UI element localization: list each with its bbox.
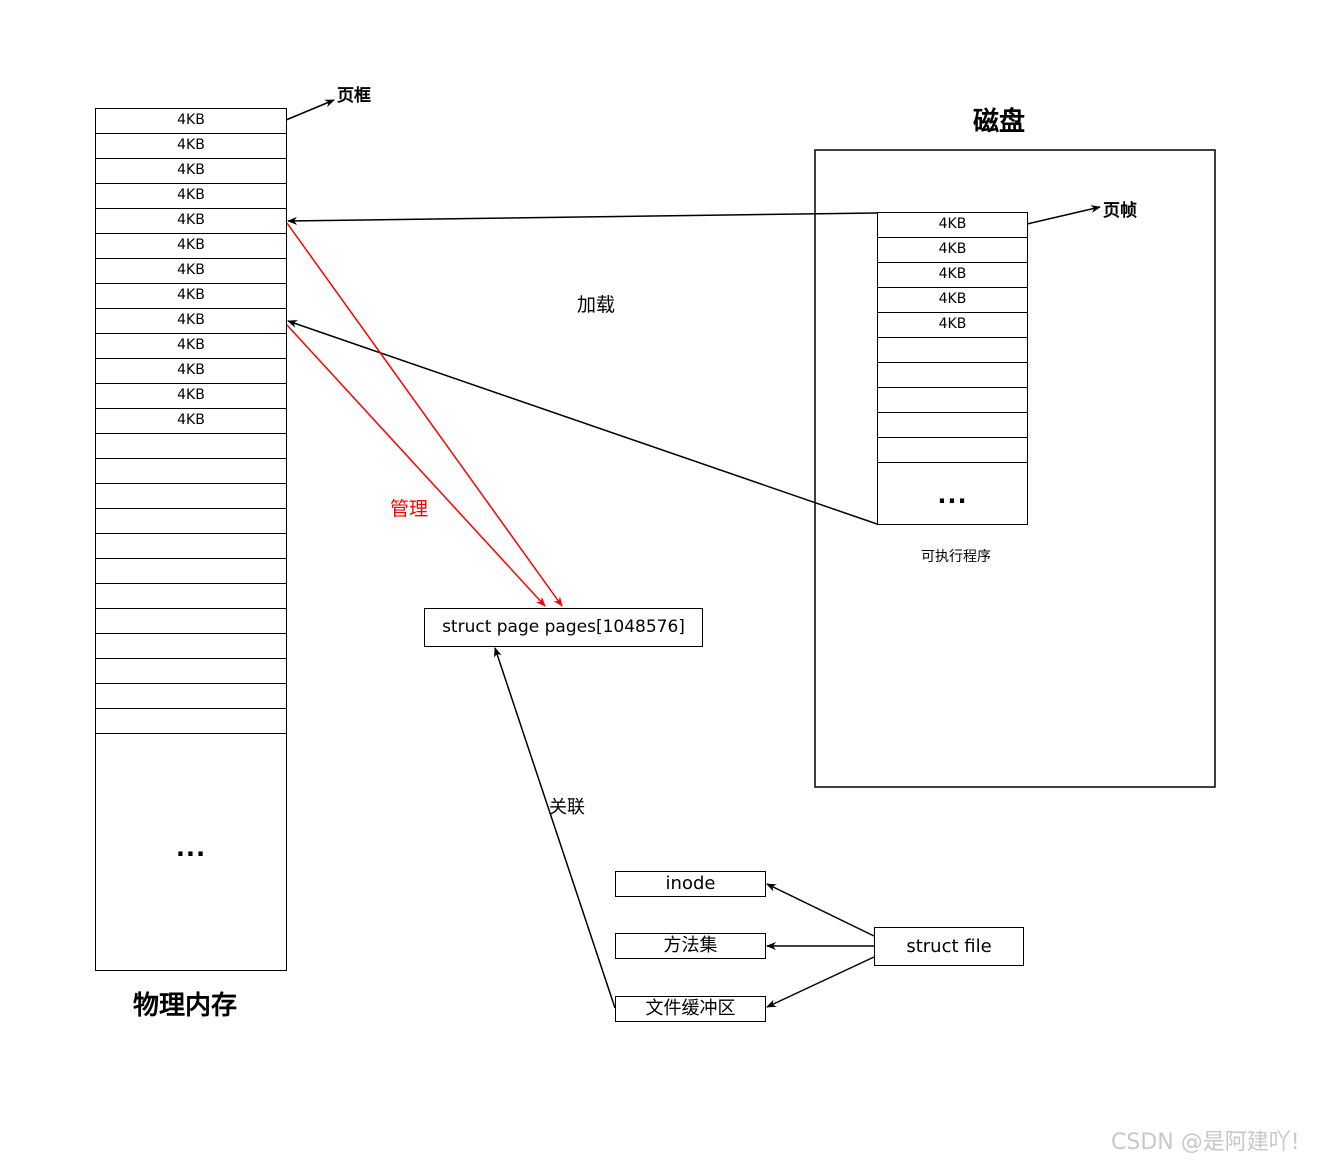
load-label: 加载 [577,294,616,316]
memory-frame-cell [95,558,287,584]
memory-frame-cell [95,608,287,634]
memory-frame-cell: 4KB [95,308,287,334]
disk-title: 磁盘 [973,107,1026,137]
disk-frame-cell [877,437,1028,463]
load-arrow-top [287,212,878,225]
watermark: CSDN @是阿建吖! [1111,1130,1300,1155]
memory-title: 物理内存 [133,991,238,1021]
memory-frame-cell: 4KB [95,208,287,234]
disk-frame-cell [877,362,1028,388]
disk-frame-cell: 4KB [877,287,1028,313]
disk-frame-pointer [1026,205,1101,225]
memory-frame-cell: 4KB [95,283,287,309]
disk-container [814,149,1216,788]
memory-frame-cell [95,583,287,609]
method-set-box: 方法集 [615,933,766,959]
memory-frame-cell: 4KB [95,258,287,284]
disk-frame-cell [877,387,1028,413]
memory-ellipsis-cell: ... [95,733,287,971]
file-buffer-box: 文件缓冲区 [615,996,766,1022]
disk-frame-cell: 4KB [877,312,1028,338]
memory-frame-cell: 4KB [95,358,287,384]
memory-frame-cell: 4KB [95,383,287,409]
load-arrow-bottom [287,320,878,525]
inode-box: inode [615,871,766,897]
memory-frame-cell [95,683,287,709]
file-to-inode-arrow [766,883,875,937]
memory-frame-cell: 4KB [95,133,287,159]
memory-frame-cell: 4KB [95,408,287,434]
executable-caption: 可执行程序 [921,549,991,565]
memory-frame-cell [95,433,287,459]
manage-arrow-2 [286,324,546,607]
memory-frame-cell: 4KB [95,108,287,134]
memory-frame-cell: 4KB [95,233,287,259]
struct-file-box: struct file [874,927,1024,966]
disk-frame-cell [877,337,1028,363]
disk-frame-cell: 4KB [877,237,1028,263]
memory-frame-cell [95,658,287,684]
disk-frame-cell [877,412,1028,438]
relate-arrow [494,647,616,1009]
memory-frame-cell [95,458,287,484]
memory-frame-cell [95,483,287,509]
disk-frame-cell: 4KB [877,212,1028,238]
memory-frame-pointer [285,99,335,121]
relate-label: 关联 [549,797,585,818]
memory-frame-cell [95,508,287,534]
memory-frame-cell [95,708,287,734]
manage-arrow-1 [286,222,563,607]
memory-frame-cell: 4KB [95,183,287,209]
manage-label: 管理 [390,498,429,520]
memory-ellipsis: ... [175,834,207,862]
memory-frame-cell [95,633,287,659]
disk-ellipsis: ... [937,481,968,509]
disk-ellipsis-cell: ... [877,462,1028,525]
file-to-buffer-arrow [766,956,875,1008]
memory-frame-cell [95,533,287,559]
disk-frame-cell: 4KB [877,262,1028,288]
disk-frame-label: 页帧 [1103,201,1137,221]
struct-page-array-box: struct page pages[1048576] [424,608,703,647]
memory-frame-cell: 4KB [95,333,287,359]
memory-frame-cell: 4KB [95,158,287,184]
memory-frame-label: 页框 [337,86,371,106]
